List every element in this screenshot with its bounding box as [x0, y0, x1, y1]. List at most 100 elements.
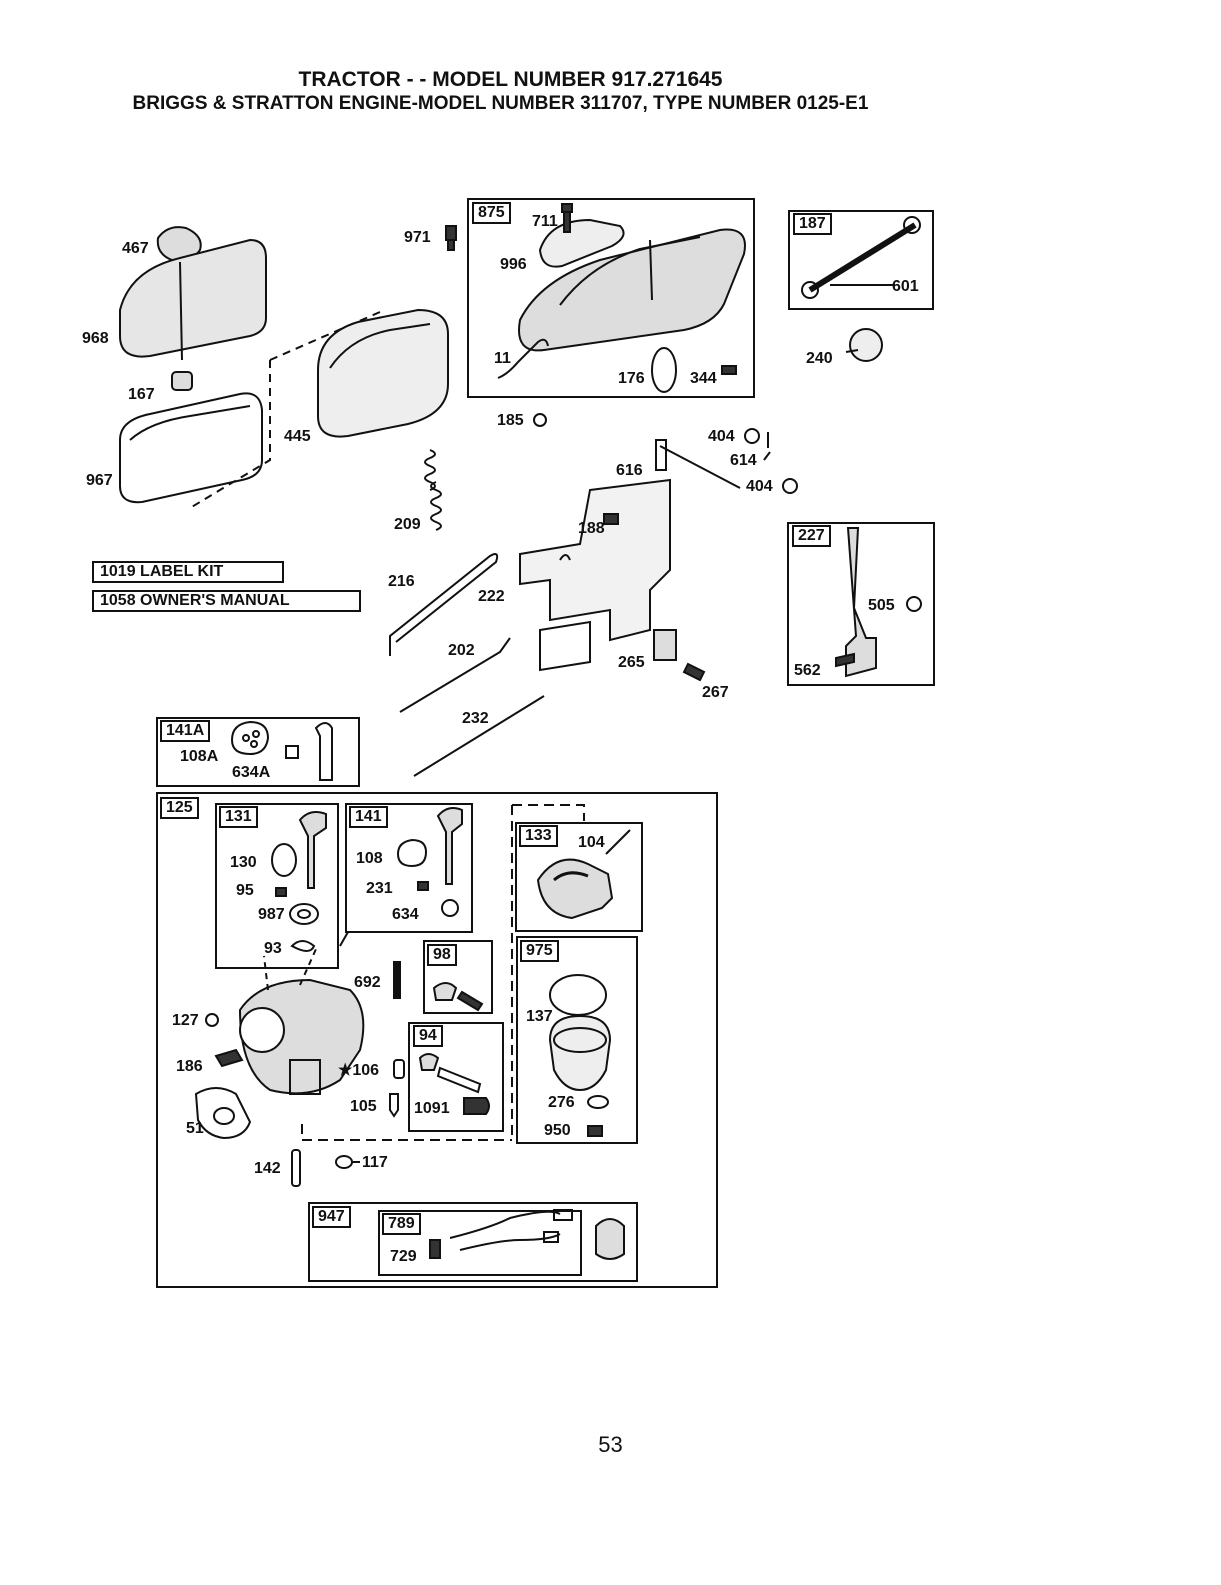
- part-93: 93: [264, 940, 282, 957]
- part-231: 231: [366, 880, 393, 897]
- box-975: [516, 936, 638, 1144]
- part-11: 11: [494, 350, 511, 367]
- part-276: 276: [548, 1094, 575, 1111]
- part-142: 142: [254, 1160, 281, 1177]
- box-label-141: 141: [349, 806, 388, 828]
- filter-445-drawing: [317, 308, 449, 438]
- box-label-187: 187: [793, 213, 832, 235]
- part-614: 614: [730, 452, 757, 469]
- part-117: 117: [362, 1154, 388, 1171]
- part-692: 692: [354, 974, 381, 991]
- box-789: [378, 1210, 582, 1276]
- shaft-131-drawing: [298, 811, 327, 889]
- part-729: 729: [390, 1248, 417, 1265]
- part-562: 562: [794, 662, 821, 679]
- part-344: 344: [690, 370, 717, 387]
- part-105: 105: [350, 1098, 377, 1115]
- part-167: 167: [128, 386, 155, 403]
- box-label-227: 227: [792, 525, 831, 547]
- gasket-51-drawing: [194, 1087, 252, 1140]
- nut-185-drawing: [533, 413, 547, 427]
- box-133: [515, 822, 643, 932]
- gasket-108A-drawing: [230, 720, 270, 756]
- part-971: 971: [404, 229, 431, 246]
- label-kit: 1019 LABEL KIT: [92, 561, 284, 583]
- box-label-133: 133: [519, 825, 558, 847]
- part-186: 186: [176, 1058, 203, 1075]
- box-141: [345, 803, 473, 933]
- nut-167-drawing: [171, 371, 193, 391]
- fuel-filter-240-drawing: [849, 328, 883, 362]
- control-bracket-drawing: [519, 478, 671, 642]
- box-label-125: 125: [160, 797, 199, 819]
- box-131: [215, 803, 339, 969]
- screw-267-drawing: [682, 662, 706, 682]
- box-label-975: 975: [520, 940, 559, 962]
- screw-971-drawing: [445, 225, 457, 251]
- carburetor-drawing: [238, 978, 365, 1095]
- page-title: TRACTOR - - MODEL NUMBER 917.271645: [298, 68, 723, 91]
- part-176: 176: [618, 370, 645, 387]
- box-141A: [156, 717, 360, 787]
- pump-634A-drawing: [314, 722, 333, 781]
- owners-manual: 1058 OWNER'S MANUAL: [92, 590, 361, 612]
- shaft-141-drawing: [436, 807, 463, 885]
- part-185: 185: [497, 412, 524, 429]
- box-label-98: 98: [427, 944, 457, 966]
- clip-265-drawing: [653, 629, 677, 661]
- part-265: 265: [618, 654, 645, 671]
- part-104: 104: [578, 834, 605, 851]
- box-947: [308, 1202, 638, 1282]
- rod-216-drawing: [389, 553, 499, 656]
- screw-711-drawing: [561, 203, 573, 233]
- gasket-137-drawing: [549, 974, 607, 1016]
- part-51: 51: [186, 1120, 204, 1137]
- part-968: 968: [82, 330, 109, 347]
- screw-562-drawing: [835, 652, 855, 668]
- box-label-131: 131: [219, 806, 258, 828]
- part-216: 216: [388, 573, 415, 590]
- part-1091: 1091: [414, 1100, 450, 1117]
- part-106: ★106: [338, 1062, 380, 1079]
- part-711: 711: [532, 213, 558, 230]
- box-94: [408, 1022, 504, 1132]
- screw-344-drawing: [721, 365, 737, 375]
- spring-209-drawing: [424, 449, 442, 531]
- part-108A: 108A: [180, 748, 219, 765]
- part-601: 601: [892, 278, 919, 295]
- link-11-drawing: [497, 338, 549, 379]
- part-267: 267: [702, 684, 729, 701]
- part-467: 467: [122, 240, 149, 257]
- part-232: 232: [462, 710, 489, 727]
- rod-616-drawing: [659, 445, 741, 489]
- box-187: [788, 210, 934, 310]
- gasket-176-drawing: [651, 347, 677, 393]
- part-222: 222: [478, 588, 505, 605]
- part-188: 188: [578, 520, 605, 537]
- knob-467-drawing: [156, 226, 202, 262]
- part-130: 130: [230, 854, 257, 871]
- part-987: 987: [258, 906, 285, 923]
- valve-1091-drawing: [463, 1097, 490, 1115]
- box-label-94: 94: [413, 1025, 443, 1047]
- cable-232-drawing: [413, 695, 545, 777]
- box-125: [156, 792, 718, 1288]
- part-616: 616: [616, 462, 643, 479]
- part-634: 634: [392, 906, 419, 923]
- box-label-947: 947: [312, 1206, 351, 1228]
- part-240: 240: [806, 350, 833, 367]
- part-996: 996: [500, 256, 527, 273]
- box-98: [423, 940, 493, 1014]
- cover-996-drawing: [538, 218, 625, 268]
- line-187-drawing: [808, 222, 917, 293]
- box-label-875: 875: [472, 202, 511, 224]
- precleaner-967-drawing: [119, 392, 263, 504]
- part-404-top: 404: [708, 428, 735, 445]
- bolt-188-drawing: [603, 513, 619, 525]
- box-label-141A: 141A: [160, 720, 211, 742]
- engine-subtitle: BRIGGS & STRATTON ENGINE-MODEL NUMBER 31…: [132, 93, 869, 114]
- base-875-drawing: [518, 228, 746, 352]
- part-137: 137: [526, 1008, 553, 1025]
- part-209: 209: [394, 516, 421, 533]
